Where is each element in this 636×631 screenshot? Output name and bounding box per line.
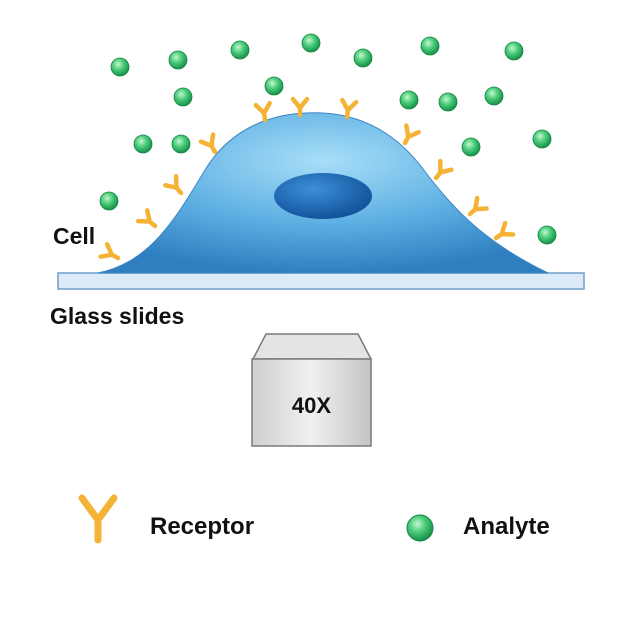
receptor-legend-label: Receptor [150, 513, 255, 540]
analyte [484, 86, 504, 106]
receptor [135, 208, 158, 229]
analyte [399, 90, 419, 110]
receptor [98, 242, 121, 261]
glass-slide [57, 272, 585, 290]
analyte [99, 191, 119, 211]
objective-label: 40X [291, 393, 332, 418]
analyte [532, 129, 552, 149]
receptor [402, 123, 421, 146]
analyte-icon [406, 514, 434, 542]
receptor [163, 173, 184, 196]
objective-body [251, 358, 372, 447]
receptor [198, 132, 218, 155]
analyte [173, 87, 193, 107]
receptor-icon [78, 494, 118, 544]
receptor [467, 195, 489, 217]
analyte [264, 76, 284, 96]
receptor [493, 220, 516, 241]
analyte [301, 33, 321, 53]
receptor [340, 97, 359, 120]
receptor [290, 96, 310, 118]
analyte [461, 137, 481, 157]
analyte [438, 92, 458, 112]
analyte-legend-label: Analyte [463, 513, 550, 540]
glass-slides-label: Glass slides [50, 303, 185, 329]
analyte [133, 134, 153, 154]
analyte [353, 48, 373, 68]
analyte [537, 225, 557, 245]
analyte [420, 36, 440, 56]
objective-lens [251, 333, 373, 447]
objective-top [251, 333, 373, 360]
analyte [230, 40, 250, 60]
receptor-group [98, 96, 516, 261]
cell-label: Cell [53, 223, 96, 249]
analyte [504, 41, 524, 61]
nucleus [274, 173, 372, 219]
analyte-group [99, 33, 557, 245]
receptor [253, 100, 272, 123]
analyte [110, 57, 130, 77]
analyte [168, 50, 188, 70]
receptor [433, 158, 454, 181]
analyte [171, 134, 191, 154]
